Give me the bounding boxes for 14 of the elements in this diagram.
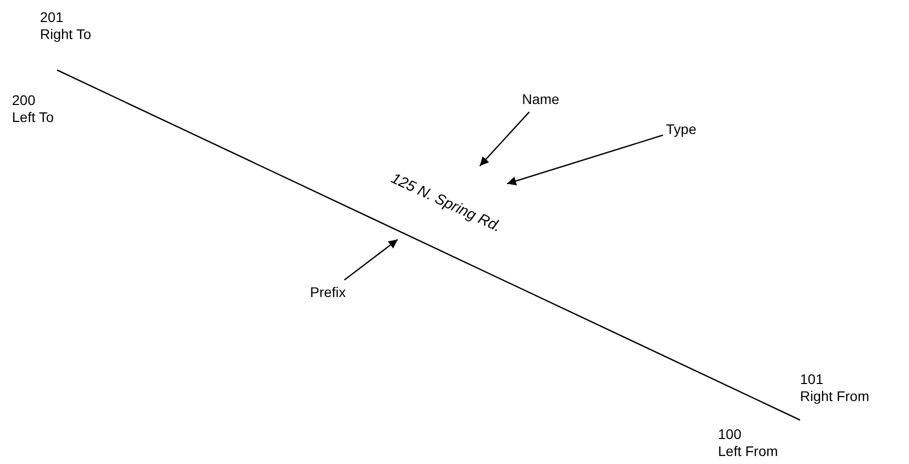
leader-arrow xyxy=(344,238,398,281)
leader-arrow xyxy=(479,112,530,166)
address-range-label: Left To xyxy=(12,108,54,127)
callout-label: Prefix xyxy=(310,283,346,302)
address-range-label: 200 xyxy=(12,91,36,110)
leader-arrow xyxy=(506,134,664,186)
address-range-label: Left From xyxy=(718,442,778,461)
callout-label: Name xyxy=(522,90,560,109)
address-range-label: 100 xyxy=(718,425,742,444)
address-range-label: Right From xyxy=(800,387,870,406)
callout-label: Type xyxy=(666,120,696,139)
address-range-label: Right To xyxy=(40,25,92,44)
address-range-label: 101 xyxy=(800,370,824,389)
address-range-label: 201 xyxy=(40,8,64,27)
